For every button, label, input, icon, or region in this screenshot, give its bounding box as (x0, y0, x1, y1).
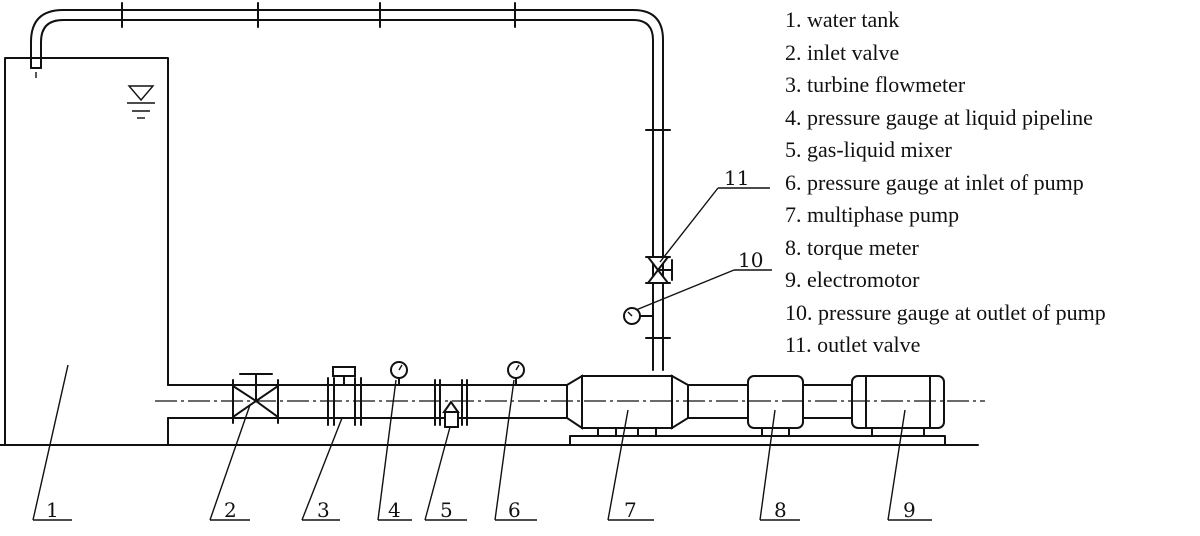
legend-item: 9. electromotor (785, 267, 920, 292)
callout-1-label: 1 (46, 498, 59, 522)
legend-item: 8. torque meter (785, 234, 919, 260)
callout-3: 3 (301, 417, 343, 522)
torque-meter (747, 375, 804, 437)
liquid-pressure-gauge (390, 361, 408, 386)
legend-item: 7. multiphase pump (785, 202, 960, 227)
legend-item: 4. pressure gauge at liquid pipeline (785, 104, 1093, 130)
callout-9-label: 9 (903, 498, 916, 522)
callout-2: 2 (209, 404, 251, 522)
legend-item: 5. gas-liquid mixer (785, 137, 952, 162)
callout-9: 9 (887, 409, 932, 522)
callout-11-label: 11 (724, 166, 749, 190)
legend-item: 2. inlet valve (785, 39, 900, 65)
inlet-valve (232, 373, 279, 424)
legend-item: 3. turbine flowmeter (785, 72, 966, 97)
callout-8: 8 (759, 409, 800, 522)
outlet-pressure-gauge (623, 307, 654, 325)
pump-inlet-pressure-gauge (507, 361, 525, 386)
electromotor (851, 375, 945, 437)
callout-3-label: 3 (317, 498, 330, 522)
callout-4: 4 (377, 379, 412, 522)
callout-2-label: 2 (224, 498, 237, 522)
callout-5: 5 (424, 426, 467, 522)
callout-7-label: 7 (624, 498, 637, 522)
legend-item: 11. outlet valve (785, 332, 921, 357)
callout-10-label: 10 (738, 248, 763, 272)
water-tank (4, 57, 169, 446)
callout-7: 7 (607, 409, 654, 522)
callout-6: 6 (494, 379, 537, 522)
callout-10: 10 (635, 248, 772, 311)
water-level-symbol (127, 85, 155, 119)
callout-11: 11 (659, 166, 770, 263)
gas-liquid-mixer (434, 379, 468, 428)
callout-5-label: 5 (440, 498, 453, 522)
suction-pipeline (167, 384, 568, 419)
callout-6-label: 6 (508, 498, 521, 522)
callout-4-label: 4 (388, 498, 401, 522)
base-frame (569, 435, 946, 446)
outlet-valve (645, 256, 673, 284)
component-legend: 1. water tank 2. inlet valve 3. turbine … (785, 4, 1106, 362)
legend-item: 10. pressure gauge at outlet of pump (785, 299, 1106, 325)
multiphase-pump (566, 374, 689, 437)
callout-1: 1 (32, 364, 72, 522)
legend-item: 1. water tank (785, 7, 900, 32)
legend-item: 6. pressure gauge at inlet of pump (785, 169, 1084, 195)
turbine-flowmeter (327, 366, 362, 426)
callout-8-label: 8 (774, 498, 787, 522)
